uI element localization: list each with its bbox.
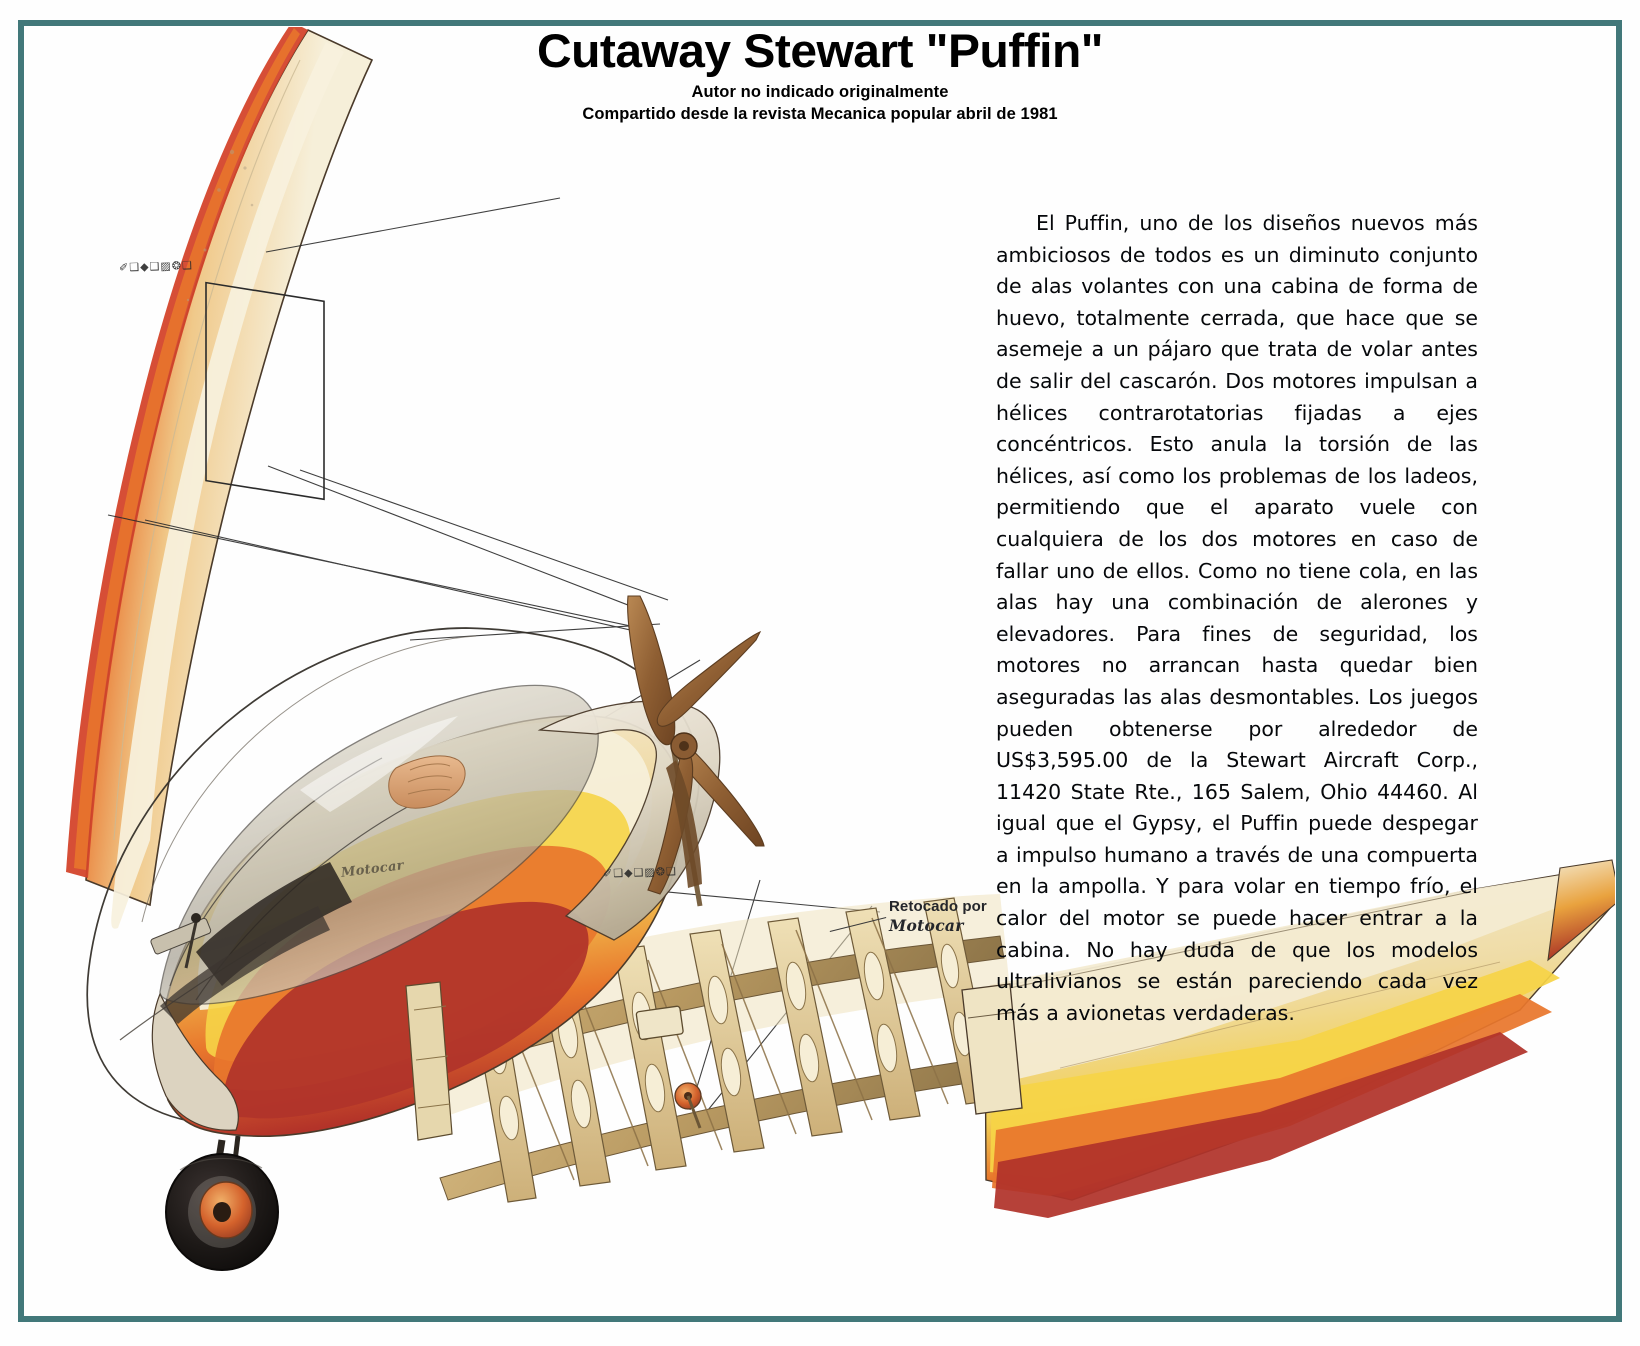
- article-body: El Puffin, uno de los diseños nuevos más…: [996, 211, 1478, 1025]
- article-text-column: El Puffin, uno de los diseños nuevos más…: [996, 208, 1478, 1029]
- wing-root-detail: [405, 981, 453, 1141]
- dingbat-strip-wing: ✐❑◆❑▨❂❏: [602, 864, 678, 881]
- credit-label: Retocado por: [889, 898, 987, 915]
- retouch-credit: Retocado por Motocar: [829, 898, 987, 935]
- wing-structure-cutaway: [394, 894, 1023, 1203]
- subtitle-author: Autor no indicado originalmente: [691, 83, 949, 102]
- right-wing-outer: [984, 859, 1621, 1218]
- credit-signature: Motocar: [889, 916, 964, 935]
- title-block: Cutaway Stewart "Puffin" Autor no indica…: [0, 26, 1640, 124]
- fuselage-egg-pod: [119, 684, 684, 1138]
- subtitle-source: Compartido desde la revista Mecanica pop…: [582, 105, 1058, 124]
- dingbat-strip-fin: ✐❑◆❑▨❂❏: [118, 258, 194, 275]
- left-winglet-fin: [66, 22, 374, 929]
- cockpit-interior: [150, 755, 466, 1024]
- page-title: Cutaway Stewart "Puffin": [537, 24, 1103, 77]
- landing-gear: [165, 1135, 279, 1271]
- engine-and-propellers: [537, 595, 765, 941]
